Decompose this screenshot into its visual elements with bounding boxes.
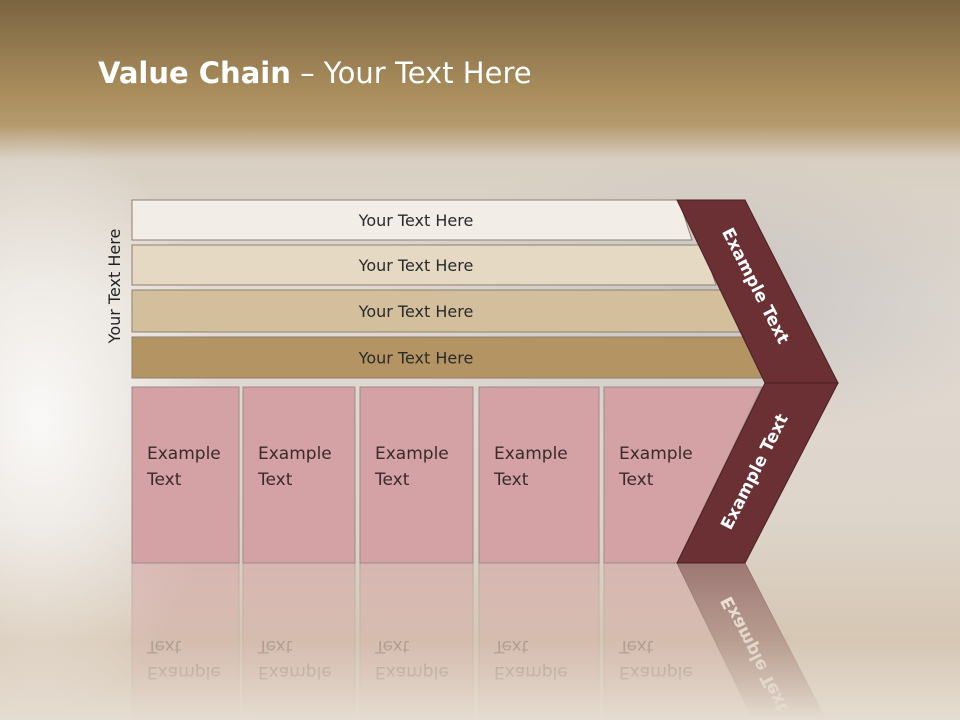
title-rest: – Your Text Here bbox=[290, 56, 532, 90]
chain-row-label-1: Your Text Here bbox=[358, 211, 474, 230]
reflection-shape: Example bbox=[147, 662, 221, 682]
activity-box-label-3-line1: Example bbox=[375, 444, 449, 464]
reflection-shape: Text bbox=[257, 636, 293, 656]
chain-row-label-4: Your Text Here bbox=[358, 349, 474, 368]
activity-box-label-3-line2: Text bbox=[374, 470, 410, 490]
slide-title: Value Chain – Your Text Here bbox=[98, 56, 532, 90]
chevron-lower-segment bbox=[676, 382, 839, 564]
activity-box-label-5-line2: Text bbox=[618, 470, 654, 490]
activity-box-label-1-line2: Text bbox=[146, 470, 182, 490]
reflection-shape: Text bbox=[374, 636, 410, 656]
title-bold: Value Chain bbox=[98, 56, 291, 90]
reflection-shape: Text bbox=[618, 636, 654, 656]
activity-box-1 bbox=[131, 386, 240, 564]
reflection-shape bbox=[359, 562, 474, 720]
chain-row-label-2: Your Text Here bbox=[358, 256, 474, 275]
activity-box-4 bbox=[478, 386, 600, 564]
activity-box-label-4-line2: Text bbox=[493, 470, 529, 490]
reflection-shape bbox=[242, 562, 356, 720]
reflection-shape: Example bbox=[375, 662, 449, 682]
activity-box-2 bbox=[242, 386, 356, 564]
reflection-shape bbox=[131, 562, 240, 720]
chain-row-1 bbox=[131, 199, 693, 241]
activity-box-3 bbox=[359, 386, 474, 564]
activity-box-label-4-line1: Example bbox=[494, 444, 568, 464]
reflection-shape: Text bbox=[146, 636, 182, 656]
reflection-shape: Text bbox=[493, 636, 529, 656]
chain-row-2 bbox=[131, 244, 717, 286]
reflection-shape: Example bbox=[258, 662, 332, 682]
activity-box-label-2-line2: Text bbox=[257, 470, 293, 490]
activity-box-label-2-line1: Example bbox=[258, 444, 332, 464]
chain-row-label-3: Your Text Here bbox=[358, 302, 474, 321]
reflection-shape: Example bbox=[494, 662, 568, 682]
reflection-shape: Example bbox=[619, 662, 693, 682]
reflection-shape bbox=[478, 562, 600, 720]
activity-box-label-1-line1: Example bbox=[147, 444, 221, 464]
activity-box-label-5-line1: Example bbox=[619, 444, 693, 464]
